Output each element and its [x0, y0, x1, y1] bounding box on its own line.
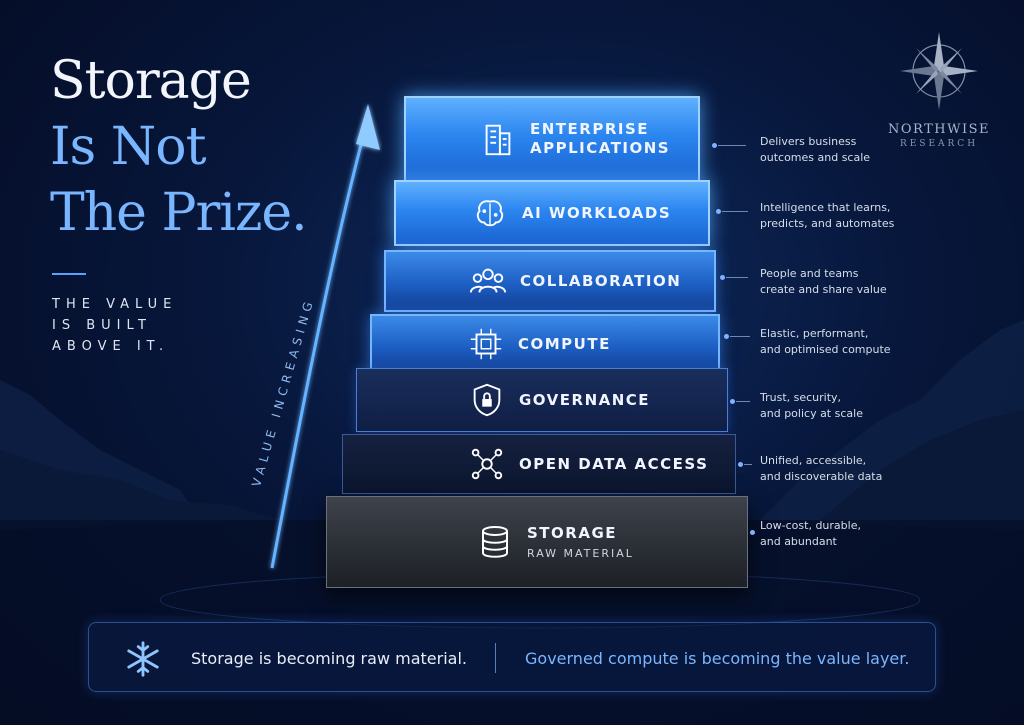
- chip-icon: [464, 322, 508, 366]
- layer-compute: COMPUTE: [370, 314, 720, 374]
- layer-ai-workloads: AI WORKLOADS: [394, 180, 710, 246]
- layer-label: COLLABORATION: [520, 271, 682, 290]
- shield-lock-icon: [465, 378, 509, 422]
- layer-label: GOVERNANCE: [519, 390, 651, 409]
- layer-open-data-access: OPEN DATA ACCESS: [342, 434, 736, 494]
- connector-dot: [720, 275, 725, 280]
- subheading: THE VALUE IS BUILT ABOVE IT.: [52, 294, 177, 357]
- layer-enterprise-applications: ENTERPRISE APPLICATIONS: [404, 96, 700, 182]
- layer-collaboration: COLLABORATION: [384, 250, 716, 312]
- banner-divider: [495, 643, 496, 673]
- building-icon: [476, 117, 520, 161]
- subheading-line-2: IS BUILT: [52, 318, 152, 333]
- summary-banner: Storage is becoming raw material. Govern…: [88, 622, 936, 692]
- headline-line-3: The Prize.: [50, 183, 308, 243]
- connector-dot: [730, 399, 735, 404]
- layer-label: AI WORKLOADS: [522, 203, 672, 222]
- layer-storage: STORAGE RAW MATERIAL: [326, 496, 748, 588]
- connector-dot: [716, 209, 721, 214]
- network-icon: [465, 442, 509, 486]
- snowflake-icon: [127, 641, 159, 677]
- subheading-line-1: THE VALUE: [52, 297, 178, 312]
- layer-sublabel: RAW MATERIAL: [527, 547, 634, 560]
- layer-governance: GOVERNANCE: [356, 368, 728, 432]
- desc-open-data-access: Unified, accessible,and discoverable dat…: [760, 454, 883, 483]
- people-icon: [466, 259, 510, 303]
- connector-dot: [738, 462, 743, 467]
- headline-divider: [52, 273, 86, 275]
- layer-label: COMPUTE: [518, 334, 611, 353]
- connector-line: [730, 336, 750, 337]
- brain-icon: [468, 191, 512, 235]
- connector-dot: [724, 334, 729, 339]
- desc-governance: Trust, security,and policy at scale: [760, 391, 863, 420]
- brand-logo: NORTHWISE RESEARCH: [884, 28, 994, 149]
- connector-line: [736, 401, 750, 402]
- connector-dot: [750, 530, 755, 535]
- desc-compute: Elastic, performant,and optimised comput…: [760, 327, 891, 356]
- desc-ai-workloads: Intelligence that learns,predicts, and a…: [760, 201, 895, 230]
- connector-line: [718, 145, 746, 146]
- subheading-line-3: ABOVE IT.: [52, 339, 170, 354]
- desc-storage: Low-cost, durable,and abundant: [760, 519, 861, 548]
- banner-left-text: Storage is becoming raw material.: [191, 649, 467, 668]
- headline: Storage Is Not The Prize.: [50, 48, 308, 246]
- database-icon: [473, 520, 517, 564]
- layer-label: ENTERPRISE APPLICATIONS: [530, 120, 671, 157]
- layer-label: OPEN DATA ACCESS: [519, 454, 709, 473]
- brand-name: NORTHWISE: [888, 122, 990, 137]
- banner-right-text: Governed compute is becoming the value l…: [525, 649, 910, 668]
- brand-subtitle: RESEARCH: [899, 139, 979, 149]
- connector-dot: [712, 143, 717, 148]
- layer-label: STORAGE: [527, 524, 618, 542]
- connector-line: [722, 211, 748, 212]
- headline-line-2: Is Not: [50, 117, 206, 177]
- headline-line-1: Storage: [50, 51, 252, 111]
- connector-line: [744, 464, 752, 465]
- connector-line: [726, 277, 748, 278]
- compass-icon: [900, 32, 978, 110]
